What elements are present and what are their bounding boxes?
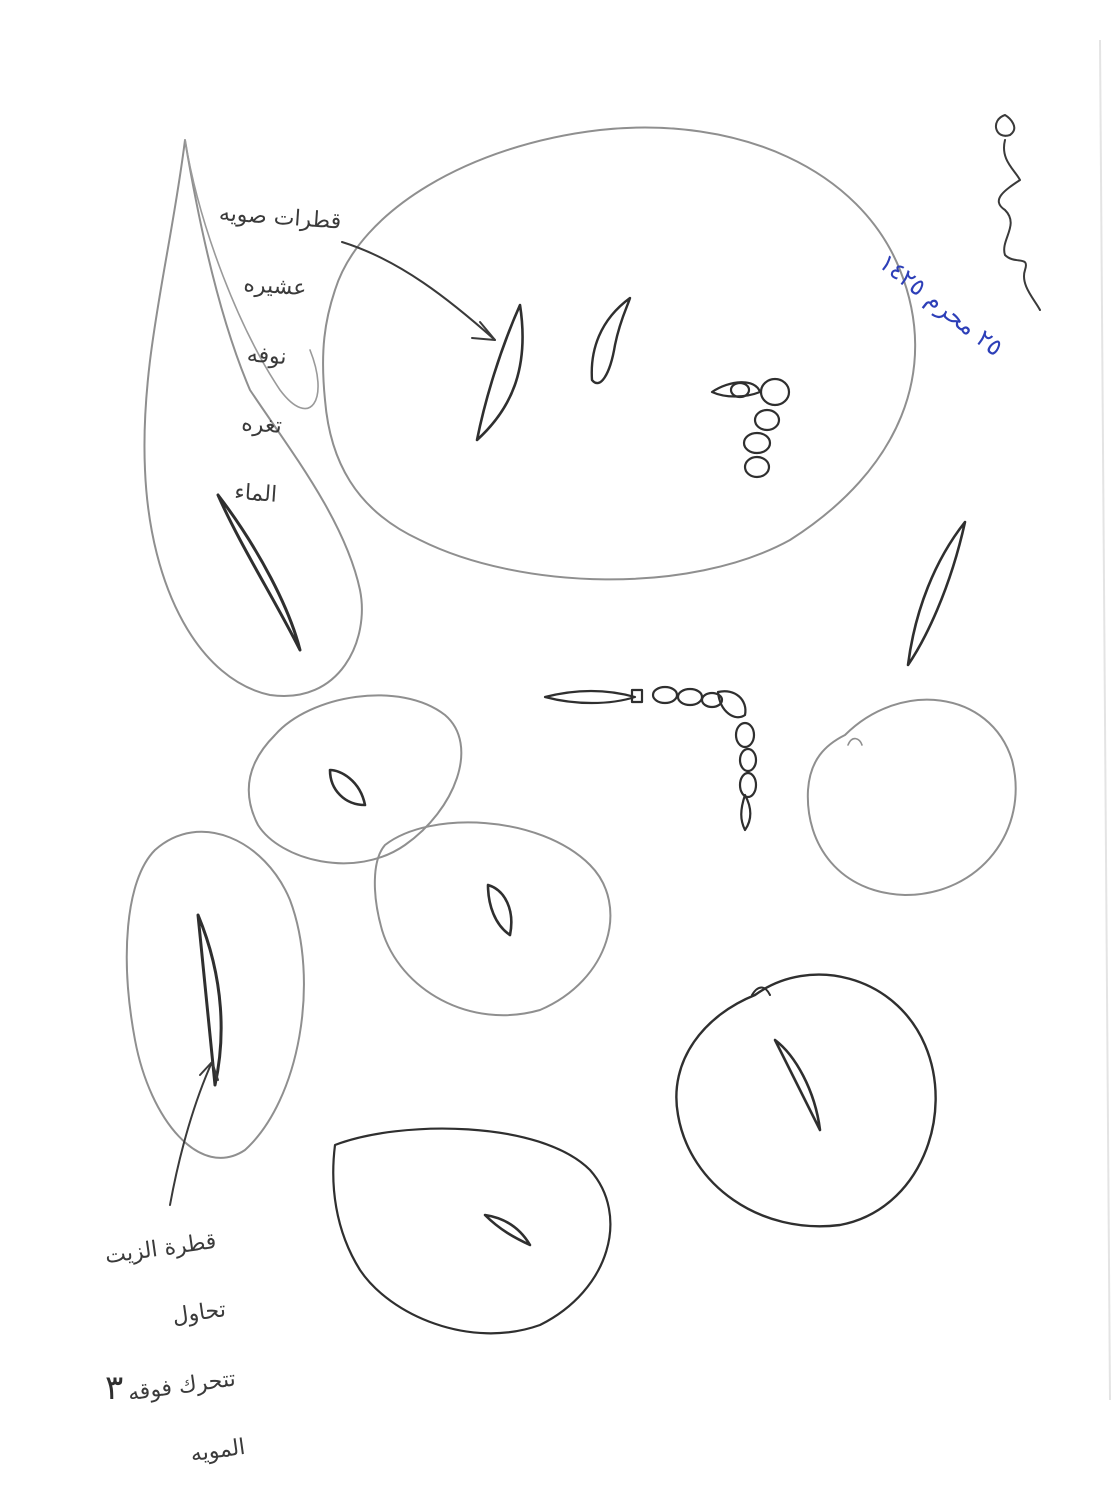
top-label-line-5: الماء <box>199 479 323 511</box>
top-label-line-2: عشيره <box>213 271 337 303</box>
top-label-line-4: تغره <box>204 410 328 442</box>
top-label: قطرات صويه عشيره نوفه تغره الماء <box>197 156 345 533</box>
top-label-line-1: قطرات صويه <box>218 202 342 234</box>
page-number: ٣ <box>105 1335 145 1406</box>
bottom-label-line-4: المويه <box>70 1436 246 1483</box>
page-number-text: ٣ <box>105 1368 123 1408</box>
top-label-line-3: نوفه <box>209 340 333 372</box>
bottom-label-line-3: تتحرك فوقه <box>61 1367 237 1414</box>
bottom-label-line-1: قطرة الزيت <box>41 1230 217 1277</box>
